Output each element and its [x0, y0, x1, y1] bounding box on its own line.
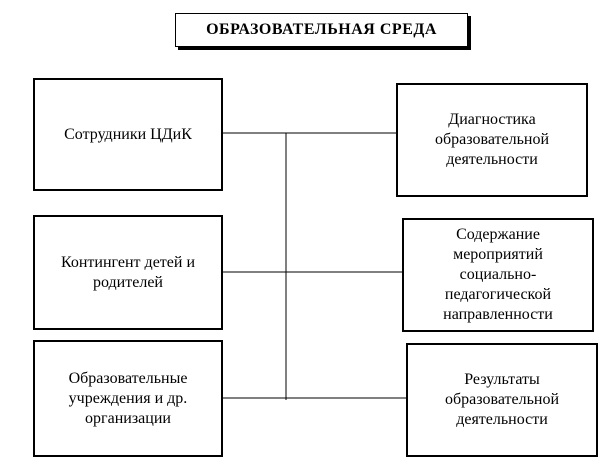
right-box-diagnostics-label: Диагностика образовательной деятельности [435, 111, 549, 168]
right-box-diagnostics: Диагностика образовательной деятельности [396, 83, 588, 197]
left-box-contingent-label: Контингент детей и родителей [60, 253, 196, 291]
left-box-organizations-label: Образовательные учреждения и др. организ… [68, 369, 188, 427]
left-box-contingent: Контингент детей и родителей [33, 215, 223, 330]
right-box-results-label: Результаты образовательной деятельности [445, 371, 559, 428]
right-box-content-label: Содержание мероприятий социально-педагог… [443, 226, 553, 323]
diagram-title: ОБРАЗОВАТЕЛЬНАЯ СРЕДА [206, 21, 437, 38]
title-box: ОБРАЗОВАТЕЛЬНАЯ СРЕДА [175, 13, 468, 47]
right-box-content: Содержание мероприятий социально-педагог… [402, 218, 594, 332]
left-box-organizations: Образовательные учреждения и др. организ… [33, 340, 223, 457]
left-box-staff: Сотрудники ЦДиК [33, 78, 223, 191]
left-box-staff-label: Сотрудники ЦДиК [64, 125, 192, 143]
right-box-results: Результаты образовательной деятельности [406, 343, 598, 457]
